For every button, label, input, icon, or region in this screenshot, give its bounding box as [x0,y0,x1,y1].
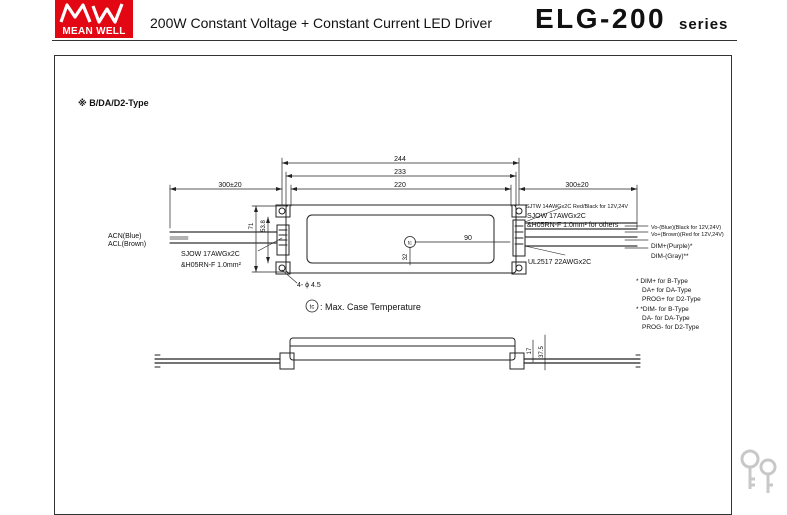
note-line: DA- for DA-Type [642,315,690,322]
leader-lines [257,207,566,284]
driver-side-view [154,337,641,370]
dim-32: 32 [403,253,409,260]
label-vo-minus: Vo-(Blue)(Black for 12V,24V) [651,225,721,231]
note-line: PROG- for D2-Type [642,324,699,331]
dimension-lines [169,157,638,371]
dim-mid-length: 233 [394,169,406,176]
header: MEAN WELL 200W Constant Voltage + Consta… [0,0,787,45]
label-ul: UL2517 22AWGx2C [528,259,591,266]
label-sjtw: SJTW 14AWGx2C Red/Black for 12V,24V [526,204,628,210]
note-line: * DIM+ for B-Type [636,278,688,285]
dim-height-71: 71 [249,222,255,229]
type-label: ※ B/DA/D2-Type [78,98,149,108]
label-vo-plus: Vo+(Brown)(Red for 12V,24V) [651,232,724,238]
dim-mount-spacing: 220 [394,182,406,189]
dim-overall-length: 244 [394,156,406,163]
header-rule [52,40,737,41]
logo-mark [55,0,133,26]
logo-text: MEAN WELL [55,25,133,38]
label-dim-minus: DIM-(Gray)** [651,253,689,260]
key-watermark-icon [735,445,785,500]
dim-right-cable: 300±20 [565,182,588,189]
driver-top-view [275,204,527,275]
arrowheads [170,161,637,272]
dim-side-17: 17 [527,347,533,354]
label-sjow-left-1: SJOW 17AWGx2C [181,251,240,258]
notes-block: * DIM+ for B-Type DA+ for DA-Type PROG+ … [636,278,701,331]
right-cables [524,222,649,249]
tc-marker [305,236,416,313]
note-line: PROG+ for D2-Type [642,296,701,303]
dim-90: 90 [464,235,472,242]
tc-symbol-legend: tc [310,305,315,311]
label-acl: ACL(Brown) [108,241,146,248]
model-title: ELG-200 [535,3,667,34]
series-label: series [679,16,729,33]
dim-height-53-8: 53.8 [261,220,267,232]
dim-hole: 4- ϕ 4.5 [297,282,321,289]
tc-symbol: tc [408,241,412,247]
meanwell-logo: MEAN WELL [55,0,133,38]
tc-note: : Max. Case Temperature [320,302,421,312]
dim-side-37-5: 37.5 [539,346,545,358]
label-sjow-right-1: SJOW 17AWGx2C [527,213,586,220]
dim-left-cable: 300±20 [218,182,241,189]
label-acn: ACN(Blue) [108,233,141,240]
page-subtitle: 200W Constant Voltage + Constant Current… [150,15,493,31]
label-sjow-right-2: &H05RN-F 1.0mm² for others [527,222,619,229]
label-sjow-left-2: &H05RN-F 1.0mm² [181,262,242,269]
mechanical-drawing: 244 233 220 300±20 300±20 71 53.8 90 32 … [108,156,724,371]
label-dim-plus: DIM+(Purple)* [651,243,693,250]
note-line: * *DIM- for B-Type [636,306,689,313]
note-line: DA+ for DA-Type [642,287,692,294]
left-cables [169,231,278,244]
